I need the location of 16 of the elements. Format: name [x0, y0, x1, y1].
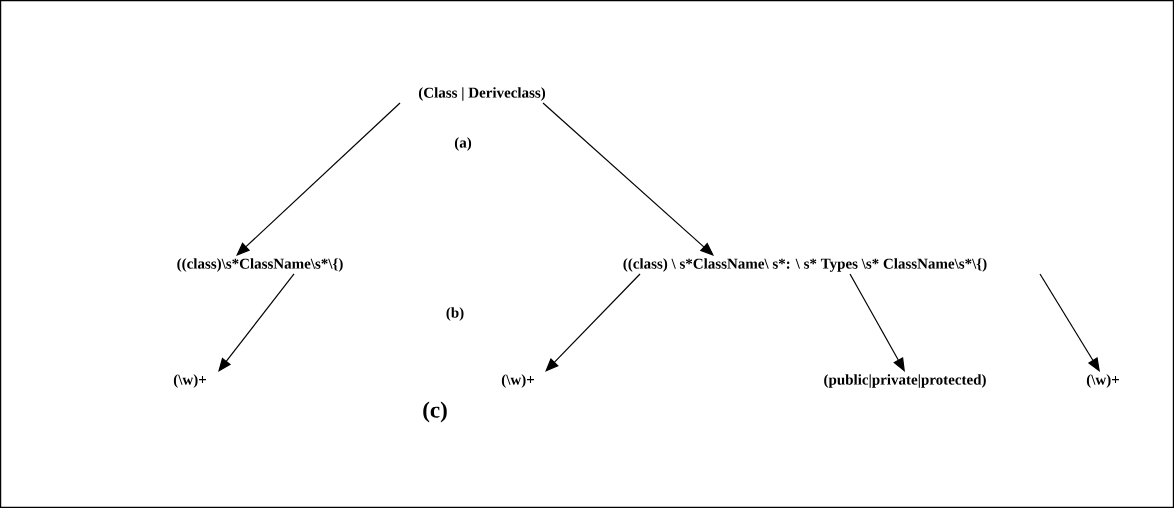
arrow	[1039, 273, 1100, 372]
panel-label: (b)	[446, 307, 464, 321]
pattern-text: ((class) \ s*ClassName\ s*: \ s* Types \s* ClassName\s*\{)	[623, 258, 987, 272]
pattern-text: (\w)+	[501, 374, 534, 388]
pattern-text: (public|private|protected)	[824, 374, 986, 388]
arrow	[545, 273, 641, 372]
arrow	[542, 102, 714, 256]
panel-label: (a)	[454, 137, 472, 151]
panel-label: (c)	[423, 401, 447, 423]
pattern-text: (\w)+	[1086, 374, 1119, 388]
pattern-text: ((class)\s*ClassName\s*\{)	[177, 258, 343, 272]
pattern-text: (Class | Deriveclass)	[418, 87, 546, 101]
arrow	[849, 273, 905, 372]
pattern-text: (\w)+	[173, 374, 206, 388]
arrow	[218, 273, 295, 372]
arrow	[236, 102, 401, 256]
